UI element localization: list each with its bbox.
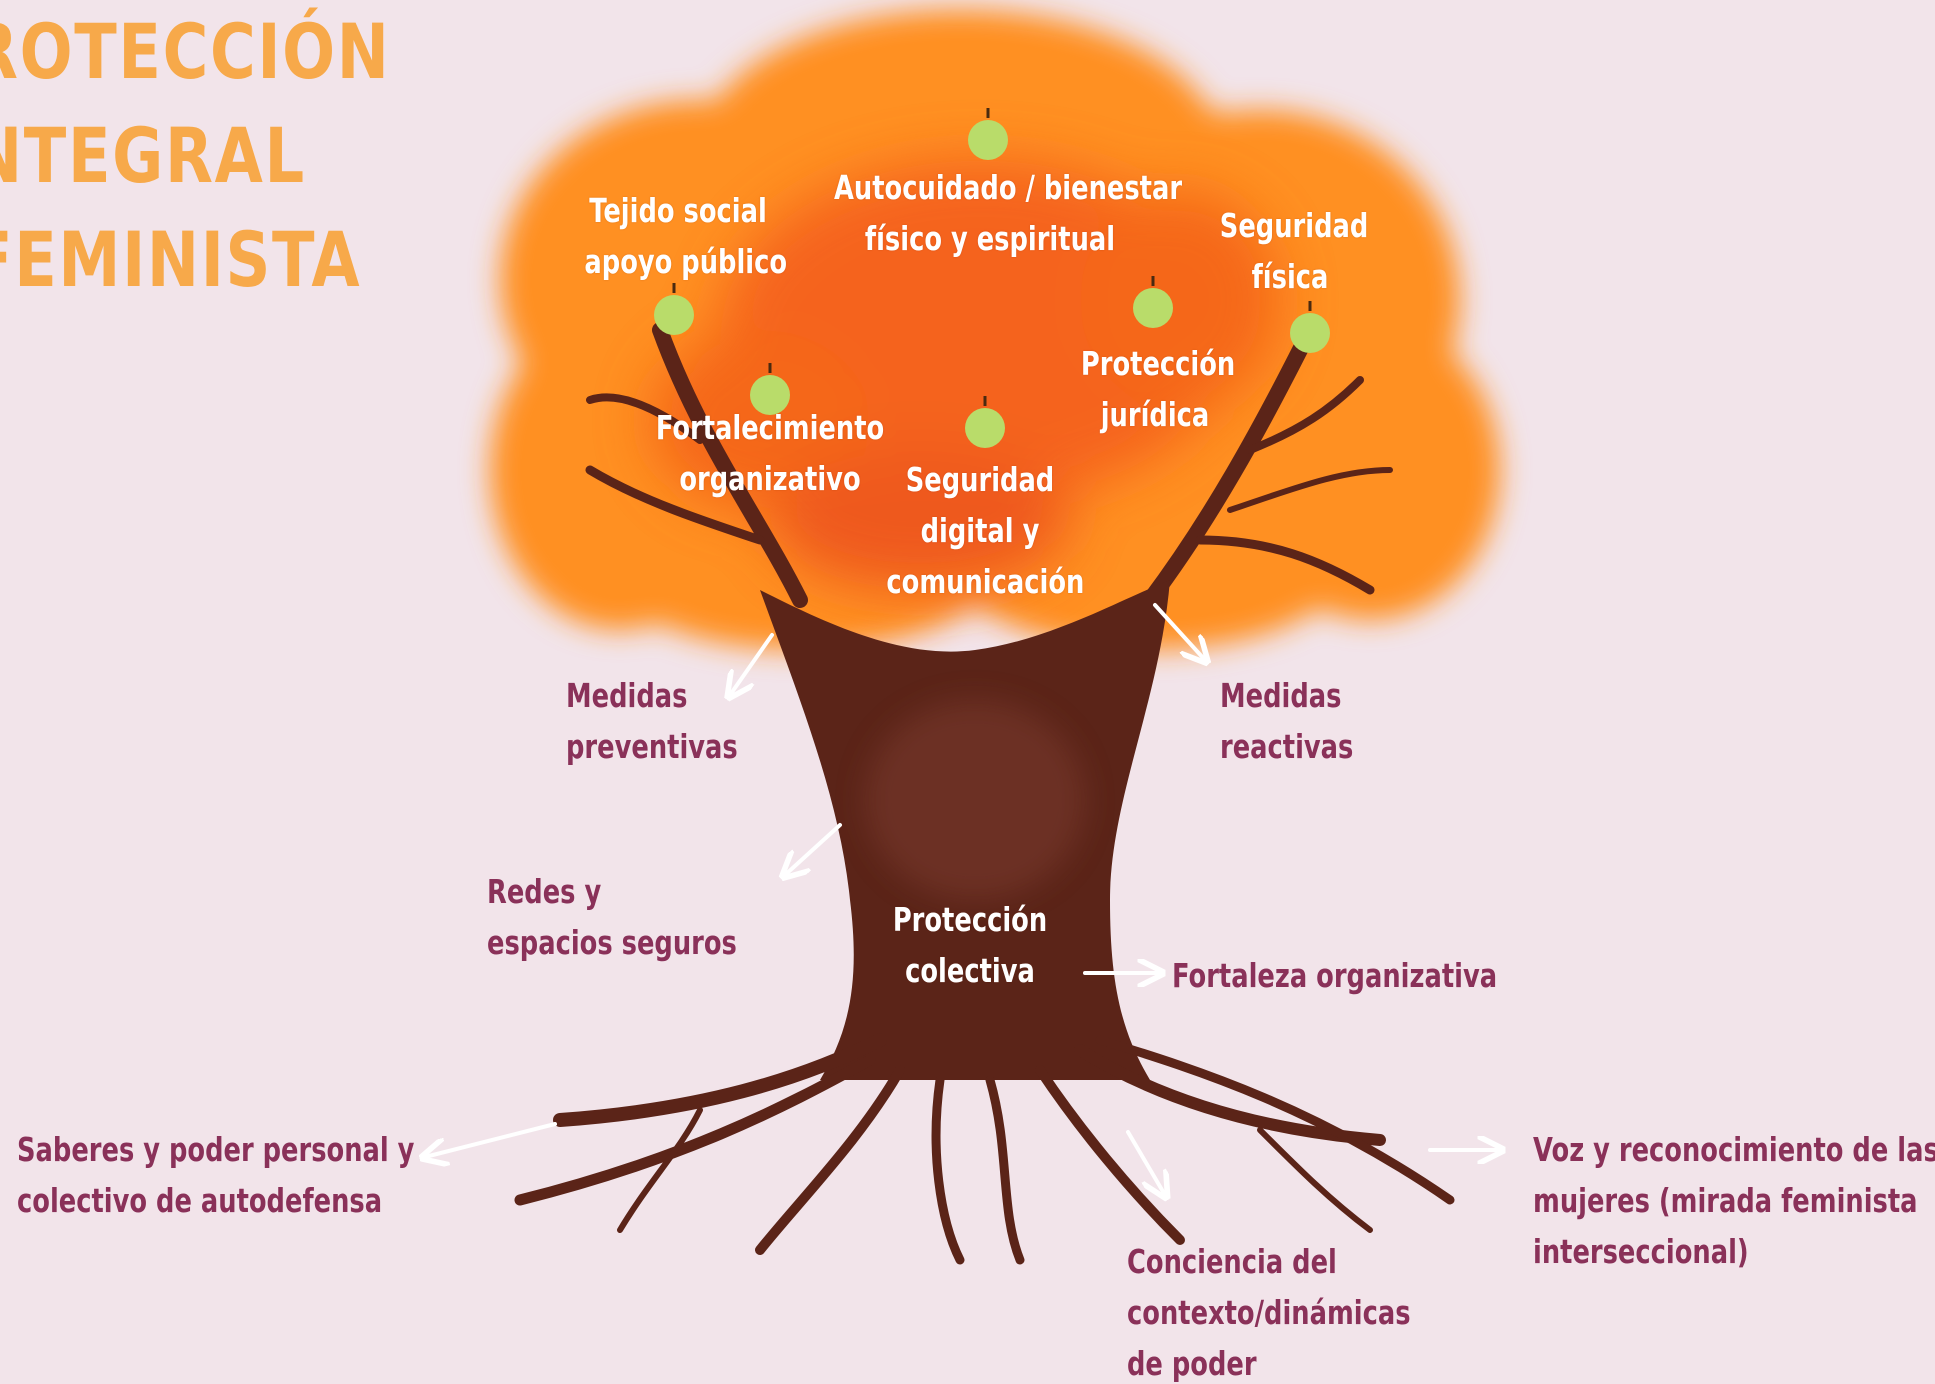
label-medidas-reactivas: Medidas reactivas — [1220, 676, 1354, 766]
label-fortaleza: Fortaleza organizativa — [1172, 956, 1498, 995]
label-tejido-social: Tejido social apoyo público — [584, 191, 788, 281]
label-redes: Redes y espacios seguros — [487, 872, 737, 962]
fruit-icon — [654, 283, 694, 335]
fruit-icon — [1290, 301, 1330, 353]
tree-trunk — [760, 580, 1170, 1080]
title-line-3: FEMINISTA — [0, 215, 362, 304]
label-saberes: Saberes y poder personal y colectivo de … — [17, 1130, 415, 1220]
arrow-reactivas — [1153, 603, 1205, 660]
fruits — [654, 108, 1330, 448]
fruit-icon — [968, 108, 1008, 160]
fruit-icon — [1133, 276, 1173, 328]
arrows — [425, 603, 1500, 1195]
label-voz: Voz y reconocimiento de las mujeres (mir… — [1533, 1130, 1935, 1271]
tree-branches — [585, 322, 1393, 608]
label-fortalecimiento: Fortalecimiento organizativo — [655, 408, 885, 498]
fruit-icon — [750, 363, 790, 415]
tree-roots — [514, 1033, 1455, 1265]
label-proteccion-colectiva: Protección colectiva — [892, 900, 1048, 990]
label-medidas-preventivas: Medidas preventivas — [566, 676, 738, 766]
label-proteccion-juridica: Protección jurídica — [1080, 344, 1236, 434]
label-seguridad-fisica: Seguridad física — [1219, 206, 1369, 296]
label-conciencia: Conciencia del contexto/dinámicas de pod… — [1127, 1242, 1411, 1383]
arrow-preventivas — [730, 633, 774, 695]
page-title: ROTECCIÓN NTEGRAL FEMINISTA — [0, 0, 391, 312]
label-seguridad-digital: Seguridad digital y comunicación — [886, 460, 1085, 601]
arrow-saberes — [425, 1122, 557, 1157]
tree-canopy — [490, 10, 1500, 650]
arrow-conciencia — [1126, 1130, 1165, 1195]
fruit-icon — [965, 396, 1005, 448]
title-line-2: NTEGRAL — [0, 111, 306, 200]
label-autocuidado: Autocuidado / bienestar físico y espirit… — [834, 168, 1183, 258]
arrow-redes — [785, 823, 842, 875]
title-line-1: ROTECCIÓN — [0, 7, 391, 96]
